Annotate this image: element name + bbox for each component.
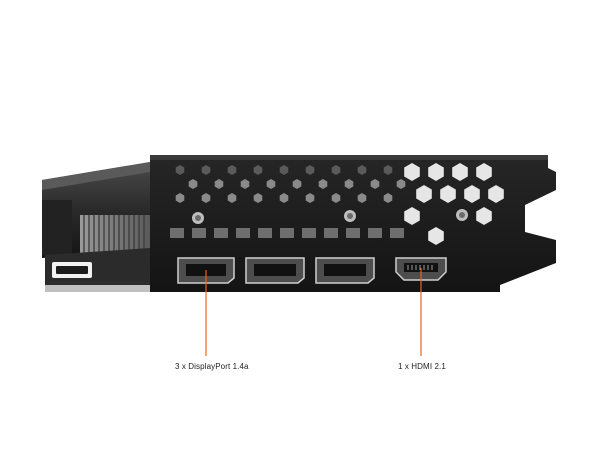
vent-hole: [346, 228, 360, 238]
vent-hole: [201, 193, 211, 203]
vent-hole: [357, 193, 367, 203]
vent-hole: [175, 165, 185, 175]
vent-hole: [331, 165, 341, 175]
vent-hole: [279, 193, 289, 203]
vent-hole: [416, 185, 432, 203]
vent-hole: [318, 179, 328, 189]
vent-hole: [440, 185, 456, 203]
displayport-callout-label: 3 x DisplayPort 1.4a: [175, 362, 249, 371]
vent-hole: [214, 179, 224, 189]
vent-hole: [404, 207, 420, 225]
vent-hole: [227, 165, 237, 175]
hdmi-callout-label: 1 x HDMI 2.1: [398, 362, 446, 371]
displayport-connectors: [177, 257, 375, 284]
displayport-2: [245, 257, 305, 284]
vent-hole: [390, 228, 404, 238]
vent-hole: [452, 163, 468, 181]
vent-hole: [266, 179, 276, 189]
vent-hole: [383, 165, 393, 175]
bottom-plate: [45, 248, 155, 292]
vent-hole: [383, 193, 393, 203]
vent-hole: [324, 228, 338, 238]
vent-hole: [236, 228, 250, 238]
vent-hole: [370, 179, 380, 189]
vent-hole: [214, 228, 228, 238]
vent-hole: [305, 165, 315, 175]
vent-hole: [428, 227, 444, 245]
cooler-shroud: [42, 162, 150, 258]
bracket-screws: [192, 209, 468, 224]
vent-hole: [368, 228, 382, 238]
vent-hole: [357, 165, 367, 175]
vent-hole: [331, 193, 341, 203]
vent-hole: [253, 165, 263, 175]
vent-hole: [279, 165, 289, 175]
displayport-3: [315, 257, 375, 284]
vent-hole: [396, 179, 406, 189]
vent-hole: [476, 207, 492, 225]
vent-hole: [201, 165, 211, 175]
leader-lines: [205, 268, 422, 356]
vent-hole: [175, 193, 185, 203]
vent-hole: [258, 228, 272, 238]
vent-hole: [188, 179, 198, 189]
vent-hole: [302, 228, 316, 238]
vent-hole: [344, 179, 354, 189]
vent-hole: [476, 163, 492, 181]
vent-hole: [488, 185, 504, 203]
vent-hole: [292, 179, 302, 189]
vent-hole: [280, 228, 294, 238]
vent-hole: [428, 163, 444, 181]
vent-hole: [253, 193, 263, 203]
vent-holes: [170, 163, 504, 245]
vent-hole: [240, 179, 250, 189]
vent-hole: [404, 163, 420, 181]
vent-hole: [305, 193, 315, 203]
vent-hole: [170, 228, 184, 238]
vent-hole: [227, 193, 237, 203]
vent-hole: [192, 228, 206, 238]
vent-hole: [464, 185, 480, 203]
